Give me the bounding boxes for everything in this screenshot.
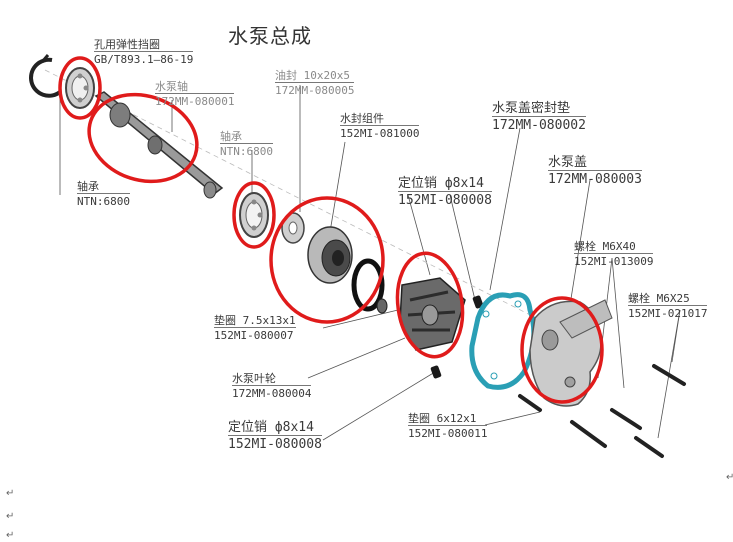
dowel-upper-part [472,295,484,309]
diagram-title: 水泵总成 [228,24,312,48]
label-bolt-m6x25: 螺栓 M6X25 152MI-021017 [628,292,708,320]
label-pump-cover: 水泵盖 172MM-080003 [548,155,642,187]
circlip-part [29,54,62,98]
axis-line [44,69,561,331]
label-washer-6: 垫圈 6x12x1 152MI-080011 [408,412,488,440]
highlight-circles [58,56,604,404]
bolts-part [518,364,686,458]
paragraph-mark: ↵ [726,472,733,483]
label-pump-shaft: 水泵轴 172MM-080001 [155,80,235,108]
pump-cover-part [529,299,613,407]
paragraph-mark: ↵ [6,511,15,522]
label-dowel-lower: 定位销 ф8x14 152MI-080008 [228,420,322,452]
label-bolt-m6x40: 螺栓 M6X40 152MI-013009 [574,240,654,268]
label-dowel-upper: 定位销 ф8x14 152MI-080008 [398,176,492,208]
impeller-part [399,277,466,351]
label-oil-seal: 油封 10x20x5 172MM-080005 [275,69,355,97]
bearing-right-part [239,192,269,238]
water-seal-part [307,226,353,284]
leader-lines [59,85,681,441]
washer-7-part [376,298,388,314]
label-bearing-left: 轴承 NTN:6800 [77,180,130,208]
label-bearing-right: 轴承 NTN:6800 [220,130,273,158]
bearing-left-part [65,67,95,109]
label-washer-7: 垫圈 7.5x13x1 152MI-080007 [214,314,296,342]
label-water-seal: 水封组件 152MI-081000 [340,112,420,140]
label-circlip: 孔用弹性挡圈 GB/T893.1—86-19 [94,38,194,66]
label-cover-gasket: 水泵盖密封垫 172MM-080002 [492,101,586,133]
dowel-lower-part [430,365,442,379]
label-impeller: 水泵叶轮 172MM-080004 [232,372,312,400]
seal-ring-part [351,258,385,312]
paragraph-mark: ↵ [6,530,15,541]
paragraph-mark: ↵ [6,488,15,499]
